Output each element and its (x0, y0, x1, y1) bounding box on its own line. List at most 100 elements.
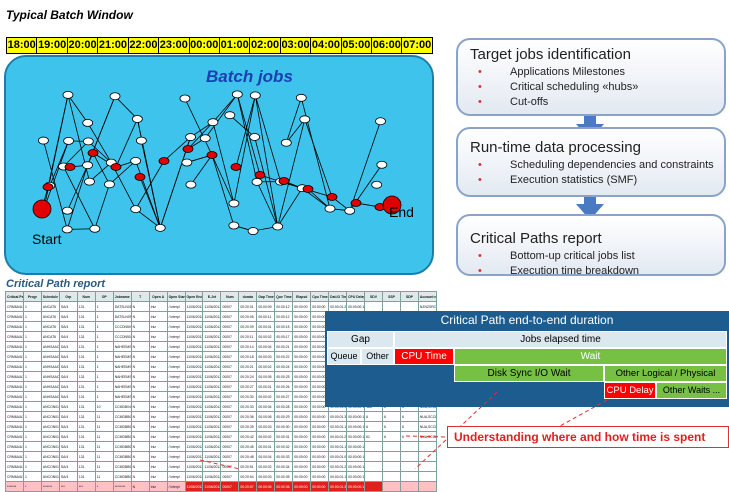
table-cell: 1 (95, 372, 113, 382)
table-cell: 00:00:27 (275, 392, 293, 402)
table-cell: Iniz (149, 352, 167, 362)
table-cell: 1 (95, 352, 113, 362)
table-cell: 00:00:12 (275, 312, 293, 322)
table-cell: CRM6A/A1 ACCMS1 SA/4 (6, 312, 24, 322)
table-cell: 00:00:00 (293, 482, 311, 492)
table-cell: 00:00:01.37 (329, 412, 347, 422)
table-cell: NAHEEMS (113, 342, 131, 352)
table-cell: 1 (23, 432, 41, 442)
dependency-edge (278, 119, 305, 226)
table-cell: 00:00:03 (257, 352, 275, 362)
job-dependency-graph (6, 57, 432, 273)
table-cell: 00007 (221, 302, 239, 312)
table-cell: NAHEEMS2 (113, 362, 131, 372)
critical-job-node (303, 186, 313, 193)
table-cell: / interpl (167, 482, 185, 492)
table-cell: 00:00:00 (311, 472, 329, 482)
table-cell: 00:00:00:14 (347, 462, 365, 472)
job-node (232, 91, 242, 98)
table-cell: SA/4 (59, 302, 77, 312)
step-critical-paths-box: Critical Paths report Bottom-up critical… (456, 214, 726, 276)
table-cell: 131 (77, 322, 95, 332)
column-header: durata (239, 292, 257, 302)
table-cell: 131 (77, 452, 95, 462)
job-node (110, 93, 120, 100)
table-cell: 11/06/2012 05:14 (185, 332, 203, 342)
column-header: E-Jet (203, 292, 221, 302)
table-cell: Iniz (149, 372, 167, 382)
table-cell: 11/06/2012 05:46 (185, 422, 203, 432)
table-cell: ANHSAAC (41, 362, 59, 372)
table-cell: N (131, 482, 149, 492)
column-header: T (131, 292, 149, 302)
table-cell: N (131, 432, 149, 442)
column-header: Que Time (275, 292, 293, 302)
table-cell (365, 462, 383, 472)
table-cell: 00:00:29 (275, 412, 293, 422)
table-cell: 00:00:02 (257, 362, 275, 372)
table-cell: 00:00:00 (311, 452, 329, 462)
cp-panel-title: Critical Path end-to-end duration (325, 311, 729, 329)
table-cell: Iniz (149, 382, 167, 392)
dependency-edge (115, 96, 137, 119)
table-cell: Iniz (149, 432, 167, 442)
table-cell: 00:00:01.19 (329, 442, 347, 452)
table-cell: 6 (383, 422, 401, 432)
step-item: Bottom-up critical jobs list (470, 249, 724, 264)
table-cell: 00:00:05 (257, 372, 275, 382)
table-cell: 00007 (221, 342, 239, 352)
table-cell: ******* (41, 482, 59, 492)
job-node (90, 225, 100, 232)
table-cell: NZNZSRC0 1,W1NNS0... (418, 302, 436, 312)
table-cell: / interpl (167, 302, 185, 312)
table-cell: 6 (400, 412, 418, 422)
table-cell: 1 (23, 402, 41, 412)
table-cell: * (95, 482, 113, 492)
table-cell: 00:20:01 (239, 302, 257, 312)
table-cell: 00:20:54 (239, 472, 257, 482)
table-cell: 11 (95, 442, 113, 452)
table-cell: 00007 (221, 392, 239, 402)
table-cell: 00:00:00 (293, 472, 311, 482)
job-node (83, 138, 93, 145)
table-cell: SA/4 (59, 392, 77, 402)
job-node (104, 181, 114, 188)
table-cell: 00:00:02 (257, 462, 275, 472)
critical-job-node (183, 146, 193, 153)
table-cell: 1 (23, 472, 41, 482)
table-cell: 11/06/2012 05:33 (203, 332, 221, 342)
table-cell: Iniz (149, 442, 167, 452)
table-cell: 1 (23, 382, 41, 392)
table-row: CRM6A/A1 ACCMS1 SA/41ANCON01SA/413111CCM… (6, 442, 437, 452)
job-node (182, 159, 192, 166)
job-node (64, 137, 74, 144)
table-cell: CRM6A/A1 ACCMS1 SA/4 (6, 472, 24, 482)
table-cell: 131 (77, 442, 95, 452)
table-cell: / interpl (167, 322, 185, 332)
table-cell: 11/06/2012 06:02 (203, 402, 221, 412)
table-cell: 1 (95, 392, 113, 402)
table-cell: 11/06/2012 06:06 (203, 422, 221, 432)
table-cell: 11/06/2012 05:21 (185, 362, 203, 372)
start-node (33, 200, 51, 218)
table-cell: 00:00:00 (293, 382, 311, 392)
table-cell: 00:00:00:11 (347, 442, 365, 452)
job-node (85, 178, 95, 185)
table-cell: 00:20:21 (239, 362, 257, 372)
timeline-hour: 18:00 (7, 38, 37, 53)
table-cell: Iniz (149, 452, 167, 462)
table-row: CRM6A/A1 ACCMS1 SA/41ANCON01SA/413111CCM… (6, 412, 437, 422)
job-node (131, 206, 141, 213)
table-cell: Iniz (149, 332, 167, 342)
table-cell (365, 442, 383, 452)
table-cell: 1 (23, 462, 41, 472)
table-cell: 00:00:00 (293, 422, 311, 432)
table-cell: CCMDBB07 (113, 472, 131, 482)
dependency-edge (64, 167, 95, 229)
table-cell: 00:00:01.06 (329, 452, 347, 462)
table-cell: 131 (77, 372, 95, 382)
table-row: CRM6A/A1 ACCMS1 SA/41ANCON01SA/413111CCM… (6, 432, 437, 442)
job-node (136, 137, 146, 144)
table-cell: / interpl (167, 422, 185, 432)
other-segment: Other (361, 348, 394, 365)
